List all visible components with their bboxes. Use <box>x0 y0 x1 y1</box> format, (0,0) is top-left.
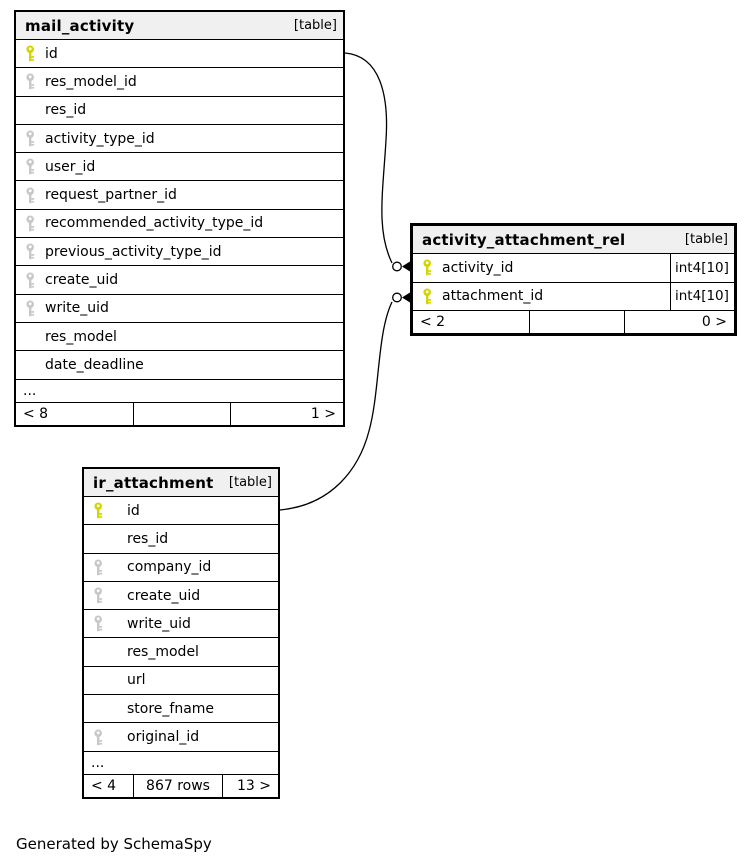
table-type-badge: [table] <box>684 232 728 247</box>
column-row: user_id <box>16 152 343 180</box>
table-name[interactable]: ir_attachment <box>93 473 214 492</box>
column-row: request_partner_id <box>16 180 343 208</box>
column-name: date_deadline <box>45 356 144 373</box>
table-name[interactable]: mail_activity <box>25 16 135 35</box>
footer-parents-count: < 2 <box>420 314 446 331</box>
column-name: id <box>45 45 58 62</box>
foreign-key-icon <box>25 300 38 317</box>
column-name: activity_type_id <box>45 130 155 147</box>
column-name: activity_id <box>442 259 514 276</box>
relationship-mail-activity-to-rel <box>344 52 410 272</box>
column-name: store_fname <box>127 700 215 717</box>
column-name: request_partner_id <box>45 187 177 204</box>
column-row: activity_id int4[10] <box>413 253 734 282</box>
column-row: res_id <box>16 95 343 124</box>
column-row: previous_activity_type_id <box>16 237 343 265</box>
column-name: attachment_id <box>442 288 544 305</box>
footer-children-count: 1 > <box>230 402 343 425</box>
foreign-key-icon <box>25 187 38 204</box>
truncated-columns-row: ... <box>16 378 343 402</box>
foreign-key-icon <box>93 729 106 746</box>
table-type-badge: [table] <box>228 475 272 490</box>
column-row: create_uid <box>16 265 343 293</box>
primary-key-icon <box>93 502 106 519</box>
column-type: int4[10] <box>670 282 734 311</box>
column-row: company_id <box>84 552 278 581</box>
table-mail-activity[interactable]: mail_activity [table] id res_model_id res_id… <box>14 10 345 427</box>
primary-key-icon <box>422 259 435 276</box>
footer-parents-count: < 4 <box>91 777 117 794</box>
column-row: create_uid <box>84 580 278 609</box>
primary-key-icon <box>25 45 38 62</box>
foreign-key-icon <box>25 130 38 147</box>
foreign-key-icon <box>25 158 38 175</box>
column-row: res_model <box>16 321 343 350</box>
column-name: create_uid <box>127 587 201 604</box>
column-name: original_id <box>127 729 200 746</box>
column-row: store_fname <box>84 694 278 722</box>
crow-foot-icon <box>402 292 410 303</box>
table-footer: < 8 1 > <box>16 401 343 425</box>
column-row: id <box>84 496 278 524</box>
column-name: res_model <box>127 644 199 661</box>
column-row: res_id <box>84 524 278 552</box>
column-row: recommended_activity_type_id <box>16 208 343 237</box>
column-name: res_model <box>45 328 117 345</box>
column-row: url <box>84 665 278 694</box>
foreign-key-icon <box>93 587 106 604</box>
table-name[interactable]: activity_attachment_rel <box>422 230 626 249</box>
column-row: date_deadline <box>16 350 343 378</box>
column-name: company_id <box>127 559 212 576</box>
table-header[interactable]: mail_activity [table] <box>16 12 343 39</box>
table-activity-attachment-rel[interactable]: activity_attachment_rel [table] activity_i… <box>410 223 737 337</box>
footer-row-count: 867 rows <box>133 774 222 797</box>
column-name: res_id <box>127 530 169 547</box>
primary-key-icon <box>422 288 435 305</box>
column-name: write_uid <box>127 615 191 632</box>
generated-by-label: Generated by SchemaSpy <box>16 835 212 853</box>
table-footer: < 2 0 > <box>413 310 734 334</box>
column-type: int4[10] <box>670 254 734 282</box>
foreign-key-icon <box>25 272 38 289</box>
table-type-badge: [table] <box>293 18 337 33</box>
foreign-key-icon <box>25 215 38 232</box>
footer-children-count: 0 > <box>624 311 734 334</box>
foreign-key-icon <box>25 73 38 90</box>
column-name: write_uid <box>45 300 109 317</box>
footer-row-count <box>133 402 230 425</box>
column-name: create_uid <box>45 272 119 289</box>
footer-children-count: 13 > <box>222 774 278 797</box>
table-header[interactable]: ir_attachment [table] <box>84 469 278 496</box>
column-row: write_uid <box>16 293 343 322</box>
column-row: id <box>16 39 343 67</box>
column-name: previous_activity_type_id <box>45 243 222 260</box>
column-name: user_id <box>45 158 96 175</box>
column-name: recommended_activity_type_id <box>45 215 264 232</box>
crow-foot-icon <box>402 261 410 272</box>
column-row: attachment_id int4[10] <box>413 281 734 311</box>
zero-circle-icon <box>392 261 402 272</box>
column-name: url <box>127 672 146 689</box>
foreign-key-icon <box>93 559 106 576</box>
column-row: original_id <box>84 722 278 750</box>
zero-circle-icon <box>392 292 402 303</box>
column-row: write_uid <box>84 609 278 637</box>
footer-row-count <box>529 311 624 334</box>
truncated-columns-row: ... <box>84 750 278 774</box>
table-header[interactable]: activity_attachment_rel [table] <box>413 226 734 253</box>
column-name: id <box>127 502 140 519</box>
footer-parents-count: < 8 <box>23 405 49 422</box>
column-name: res_id <box>45 102 87 119</box>
column-row: activity_type_id <box>16 123 343 152</box>
column-row: res_model_id <box>16 67 343 95</box>
column-name: res_model_id <box>45 73 137 90</box>
foreign-key-icon <box>93 615 106 632</box>
column-row: res_model <box>84 637 278 665</box>
foreign-key-icon <box>25 243 38 260</box>
